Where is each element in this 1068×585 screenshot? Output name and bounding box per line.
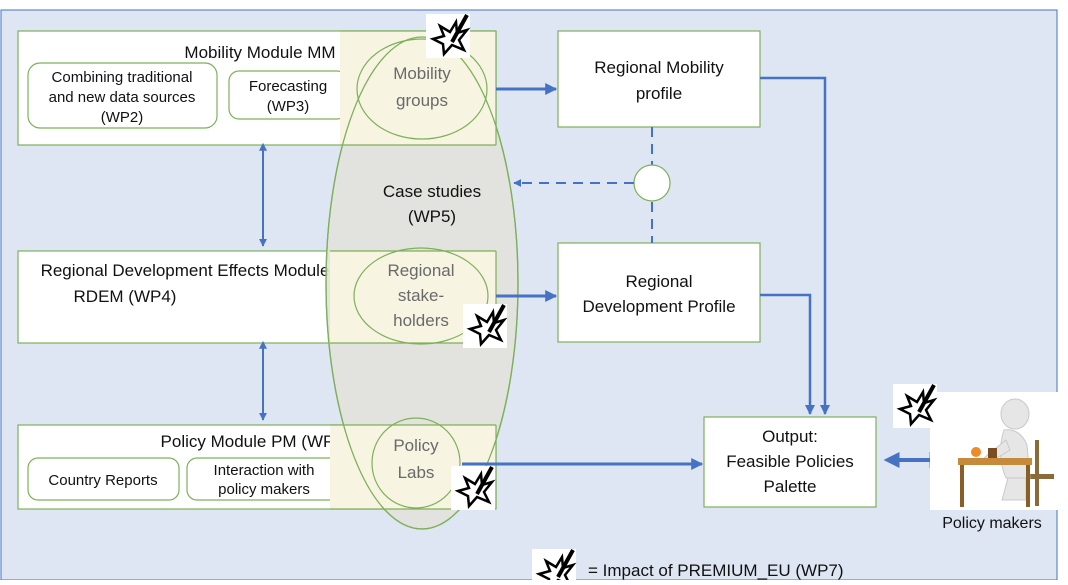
stakeholders-ellipse xyxy=(353,247,489,345)
mobility-profile-to-output-arrow xyxy=(760,76,830,415)
stakeholders-line3: holders xyxy=(393,311,449,330)
output-line3: Palette xyxy=(764,477,817,496)
mobility-profile-box xyxy=(557,30,761,128)
country-reports-label: Country Reports xyxy=(48,472,157,489)
mobility-module-title: Mobility Module MM xyxy=(184,43,335,62)
impact-icon-legend xyxy=(530,547,578,585)
mobility-module: Mobility Module MM Combining traditional… xyxy=(17,30,497,146)
interaction-line2: policy makers xyxy=(218,481,310,498)
impact-icon-mobility xyxy=(424,12,472,60)
policy-labs-line2: Labs xyxy=(398,463,435,482)
forecasting-line1: Forecasting xyxy=(249,78,327,95)
data-sources-line3: (WP2) xyxy=(101,109,144,126)
data-sources-line1: Combining traditional xyxy=(52,69,193,86)
case-studies-line2: (WP5) xyxy=(408,207,456,226)
mobility-groups-line2: groups xyxy=(396,91,448,110)
mobility-groups-ellipse xyxy=(356,38,488,140)
rdem-title-line1: Regional Development Effects Module xyxy=(41,261,330,280)
stakeholders-line2: stake- xyxy=(398,286,444,305)
stakeholders-line1: Regional xyxy=(387,261,454,280)
data-sources-box xyxy=(27,62,218,129)
policy-labs-line1: Policy xyxy=(393,436,439,455)
output-box xyxy=(703,416,877,508)
development-profile-box xyxy=(557,242,761,343)
policy-makers-label: Policy makers xyxy=(942,515,1042,532)
country-reports-box xyxy=(27,457,180,501)
interaction-line1: Interaction with xyxy=(214,462,315,479)
impact-icon-policy-makers xyxy=(891,382,939,430)
policy-maker-figure xyxy=(930,392,1058,510)
data-sources-line2: and new data sources xyxy=(49,89,196,106)
development-profile-line2: Development Profile xyxy=(582,297,735,316)
mobility-profile-line2: profile xyxy=(636,84,682,103)
case-studies-line1: Case studies xyxy=(383,182,481,201)
rdem-title-line2: RDEM (WP4) xyxy=(74,287,177,306)
policy-labs-ellipse xyxy=(371,417,461,509)
case-studies-ellipse-outline xyxy=(325,36,519,530)
forecasting-line2: (WP3) xyxy=(267,98,310,115)
development-profile-line1: Regional xyxy=(625,272,692,291)
policy-module-title: Policy Module PM (WP6) xyxy=(161,432,350,451)
output-line1: Output: xyxy=(762,427,818,446)
feedback-node xyxy=(633,164,671,202)
mobility-groups-line1: Mobility xyxy=(393,64,451,83)
mobility-profile-line1: Regional Mobility xyxy=(594,58,724,77)
impact-icon-policy-labs xyxy=(449,464,497,512)
legend-label: = Impact of PREMIUM_EU (WP7) xyxy=(588,561,844,580)
development-profile-to-output-arrow xyxy=(760,293,815,415)
impact-icon-stakeholders xyxy=(461,302,509,350)
output-line2: Feasible Policies xyxy=(726,452,854,471)
